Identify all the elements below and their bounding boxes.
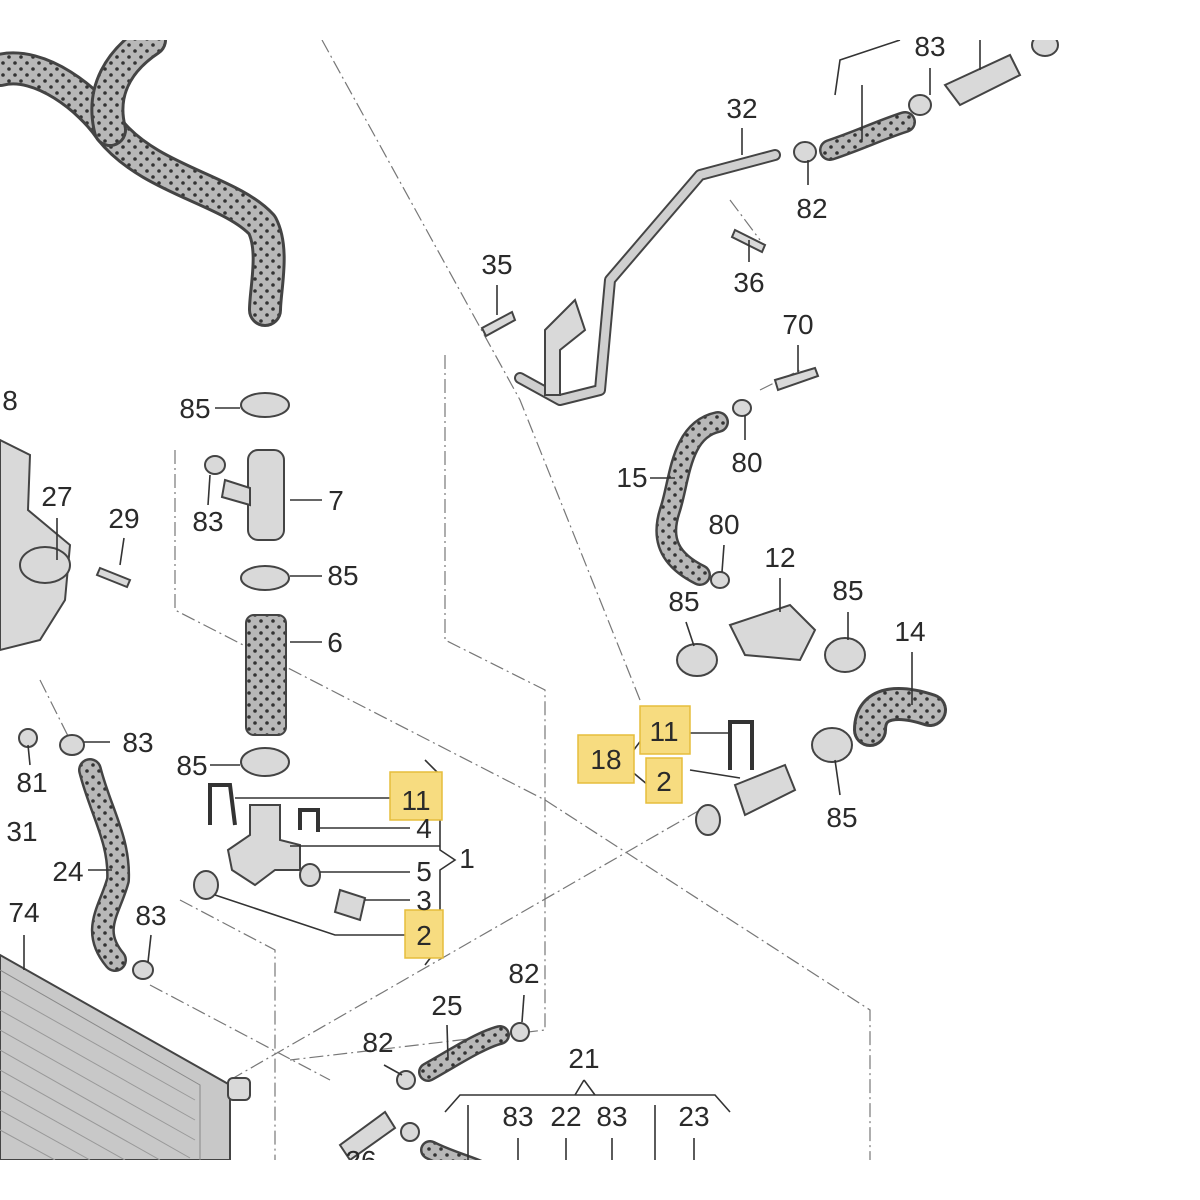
clamps: [18, 40, 1059, 1142]
callout-83: 83: [596, 1101, 627, 1132]
callout-32: 32: [726, 93, 757, 124]
callout-1: 1: [459, 843, 475, 874]
callout-7: 7: [328, 485, 344, 516]
callout-85: 85: [179, 393, 210, 424]
callout-81: 81: [16, 767, 47, 798]
callout-3: 3: [416, 885, 432, 916]
callout-31: 31: [6, 816, 37, 847]
callout-11-highlighted: 11: [401, 785, 430, 816]
hose-top-right: [420, 111, 916, 1160]
callout-2-highlighted: 2: [416, 920, 432, 951]
connectors: [95, 53, 1022, 1160]
callout-25: 25: [431, 990, 462, 1021]
callout-74: 74: [8, 897, 39, 928]
callout-26: 26: [345, 1145, 376, 1176]
callout-12: 12: [764, 542, 795, 573]
callout-14: 14: [894, 616, 925, 647]
callout-85: 85: [668, 586, 699, 617]
hose-top-left: [0, 40, 286, 327]
callout-6: 6: [327, 627, 343, 658]
callout-85: 85: [327, 560, 358, 591]
pump-27: [0, 438, 72, 652]
callout-21: 21: [568, 1043, 599, 1074]
callout-82: 82: [508, 958, 539, 989]
hose-15: [655, 411, 729, 586]
callout-4: 4: [416, 813, 432, 844]
callout-80: 80: [731, 447, 762, 478]
callout-85: 85: [826, 802, 857, 833]
highlight-boxes: [389, 705, 691, 959]
hose-6: [245, 614, 287, 736]
callout-22: 22: [550, 1101, 581, 1132]
callout-85: 85: [832, 575, 863, 606]
leader-lines: [23, 40, 981, 1160]
callout-83: 83: [192, 506, 223, 537]
callout-24: 24: [52, 856, 83, 887]
callout-8: 8: [2, 385, 18, 416]
callout-2-highlighted: 2: [656, 766, 672, 797]
callout-15: 15: [616, 462, 647, 493]
callout-35: 35: [481, 249, 512, 280]
callout-11-highlighted: 11: [649, 716, 678, 747]
callout-82: 82: [796, 193, 827, 224]
callout-18-highlighted: 18: [590, 744, 621, 775]
callout-82: 82: [362, 1027, 393, 1058]
radiator-74: [0, 953, 251, 1160]
callout-labels: 83 32 82 35 36 70 80 15 80 12 85 85 14 1…: [2, 31, 945, 1176]
assembly-lines: [39, 40, 871, 1160]
callout-83: 83: [502, 1101, 533, 1132]
hose-25: [418, 1025, 510, 1082]
callout-83: 83: [914, 31, 945, 62]
callout-5: 5: [416, 856, 432, 887]
callout-83: 83: [135, 900, 166, 931]
callout-80: 80: [708, 509, 739, 540]
callout-85: 85: [176, 750, 207, 781]
callout-70: 70: [782, 309, 813, 340]
hose-14: [853, 687, 947, 747]
callout-23: 23: [678, 1101, 709, 1132]
callout-27: 27: [41, 481, 72, 512]
callout-83: 83: [122, 727, 153, 758]
callout-29: 29: [108, 503, 139, 534]
pipe-32: [514, 149, 781, 406]
callout-36: 36: [733, 267, 764, 298]
hose-24: [78, 758, 131, 972]
